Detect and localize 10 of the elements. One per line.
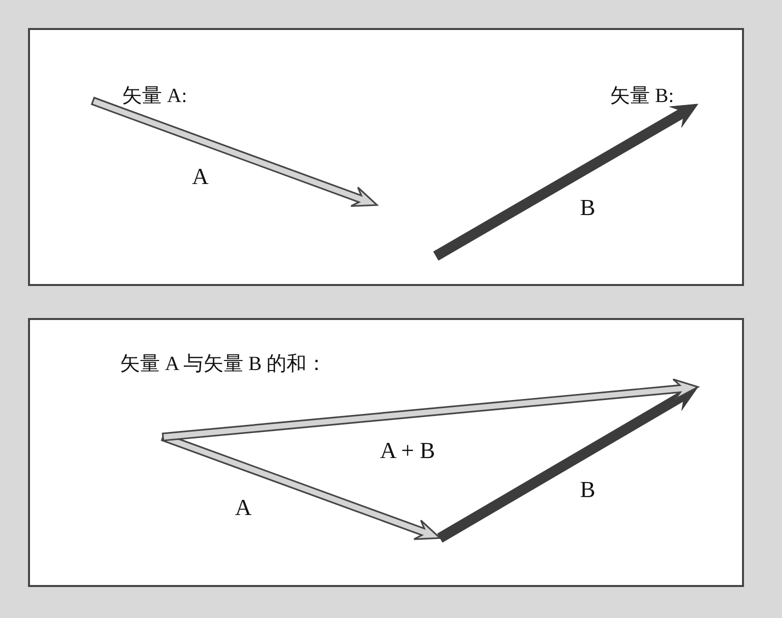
vector-label: A — [235, 496, 252, 519]
panel-heading: 矢量 B: — [610, 86, 674, 106]
vector-label: A — [192, 165, 209, 188]
panel-heading: 矢量 A: — [122, 86, 187, 106]
panel-box — [28, 28, 744, 286]
panel-box — [28, 318, 744, 587]
vector-label: A + B — [380, 439, 436, 462]
vector-label: B — [580, 478, 596, 501]
panel-heading: 矢量 A 与矢量 B 的和： — [120, 354, 327, 374]
vector-label: B — [580, 196, 596, 219]
